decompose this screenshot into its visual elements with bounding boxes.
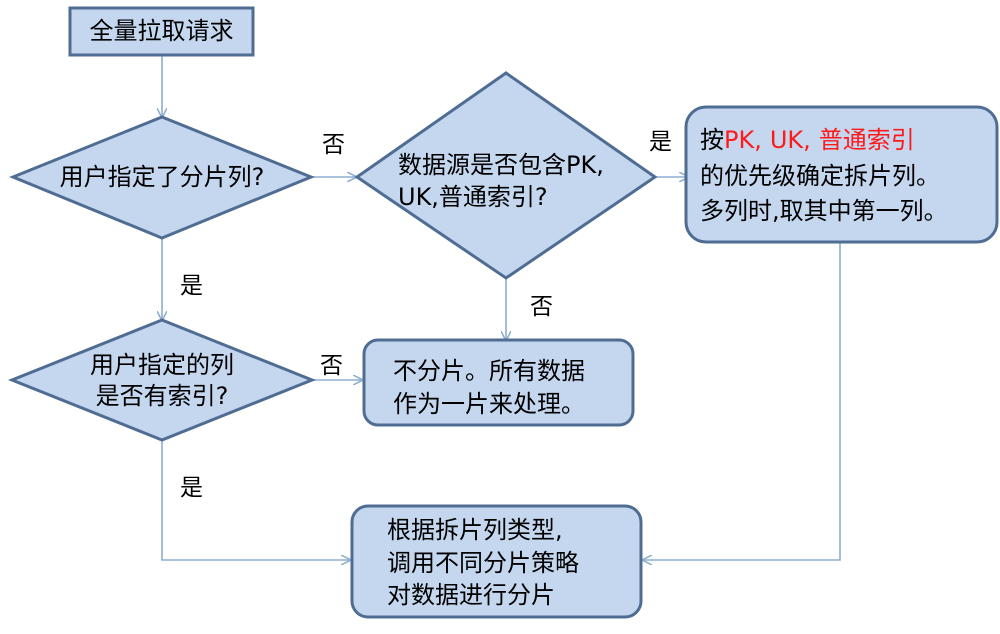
priority-uk: UK, — [769, 126, 811, 154]
edge-label-user-col-indexed-yes: 是 — [180, 475, 203, 501]
q-source-has-index-label-2: UK,普通索引? — [398, 183, 548, 211]
edge-label-user-col-indexed-no: 否 — [320, 353, 343, 379]
edge-q3-yes-to-shard — [161, 440, 350, 560]
node-q-user-col-indexed — [7, 318, 317, 442]
priority-normal-index: 普通索引 — [818, 126, 915, 154]
q-user-col-indexed-label-2: 是否有索引? — [95, 382, 229, 410]
edge-label-user-specified-no: 否 — [322, 132, 345, 158]
node-q-user-specified — [9, 115, 315, 240]
edge-priority-to-shard — [643, 242, 841, 560]
node-priority — [684, 105, 999, 244]
q-user-col-indexed-label-1: 用户指定的列 — [90, 351, 234, 379]
node-shard — [350, 504, 643, 619]
priority-label-3: 多列时,取其中第一列。 — [700, 197, 948, 225]
edge-label-user-specified-yes: 是 — [180, 273, 203, 299]
priority-prefix: 按 — [700, 126, 724, 154]
q-source-has-index-label-1: 数据源是否包含PK, — [398, 151, 604, 179]
node-start — [68, 6, 255, 57]
q-user-specified-label: 用户指定了分片列? — [59, 163, 265, 191]
priority-label-1: 按PK,UK,普通索引 — [700, 125, 915, 155]
edge-label-source-has-index-no: 否 — [530, 294, 553, 320]
priority-pk: PK, — [724, 126, 762, 154]
no-shard-label-2: 作为一片来处理。 — [393, 390, 585, 418]
priority-label-2: 的优先级确定拆片列。 — [700, 162, 940, 190]
shard-label-3: 对数据进行分片 — [387, 581, 555, 609]
start-label: 全量拉取请求 — [89, 17, 234, 45]
node-q-source-has-index — [354, 71, 658, 280]
no-shard-label-1: 不分片。所有数据 — [393, 357, 585, 385]
edge-label-source-has-index-yes: 是 — [649, 129, 672, 155]
shard-label-1: 根据拆片列类型, — [387, 516, 563, 544]
shard-label-2: 调用不同分片策略 — [387, 549, 579, 577]
node-no-shard — [362, 338, 635, 427]
